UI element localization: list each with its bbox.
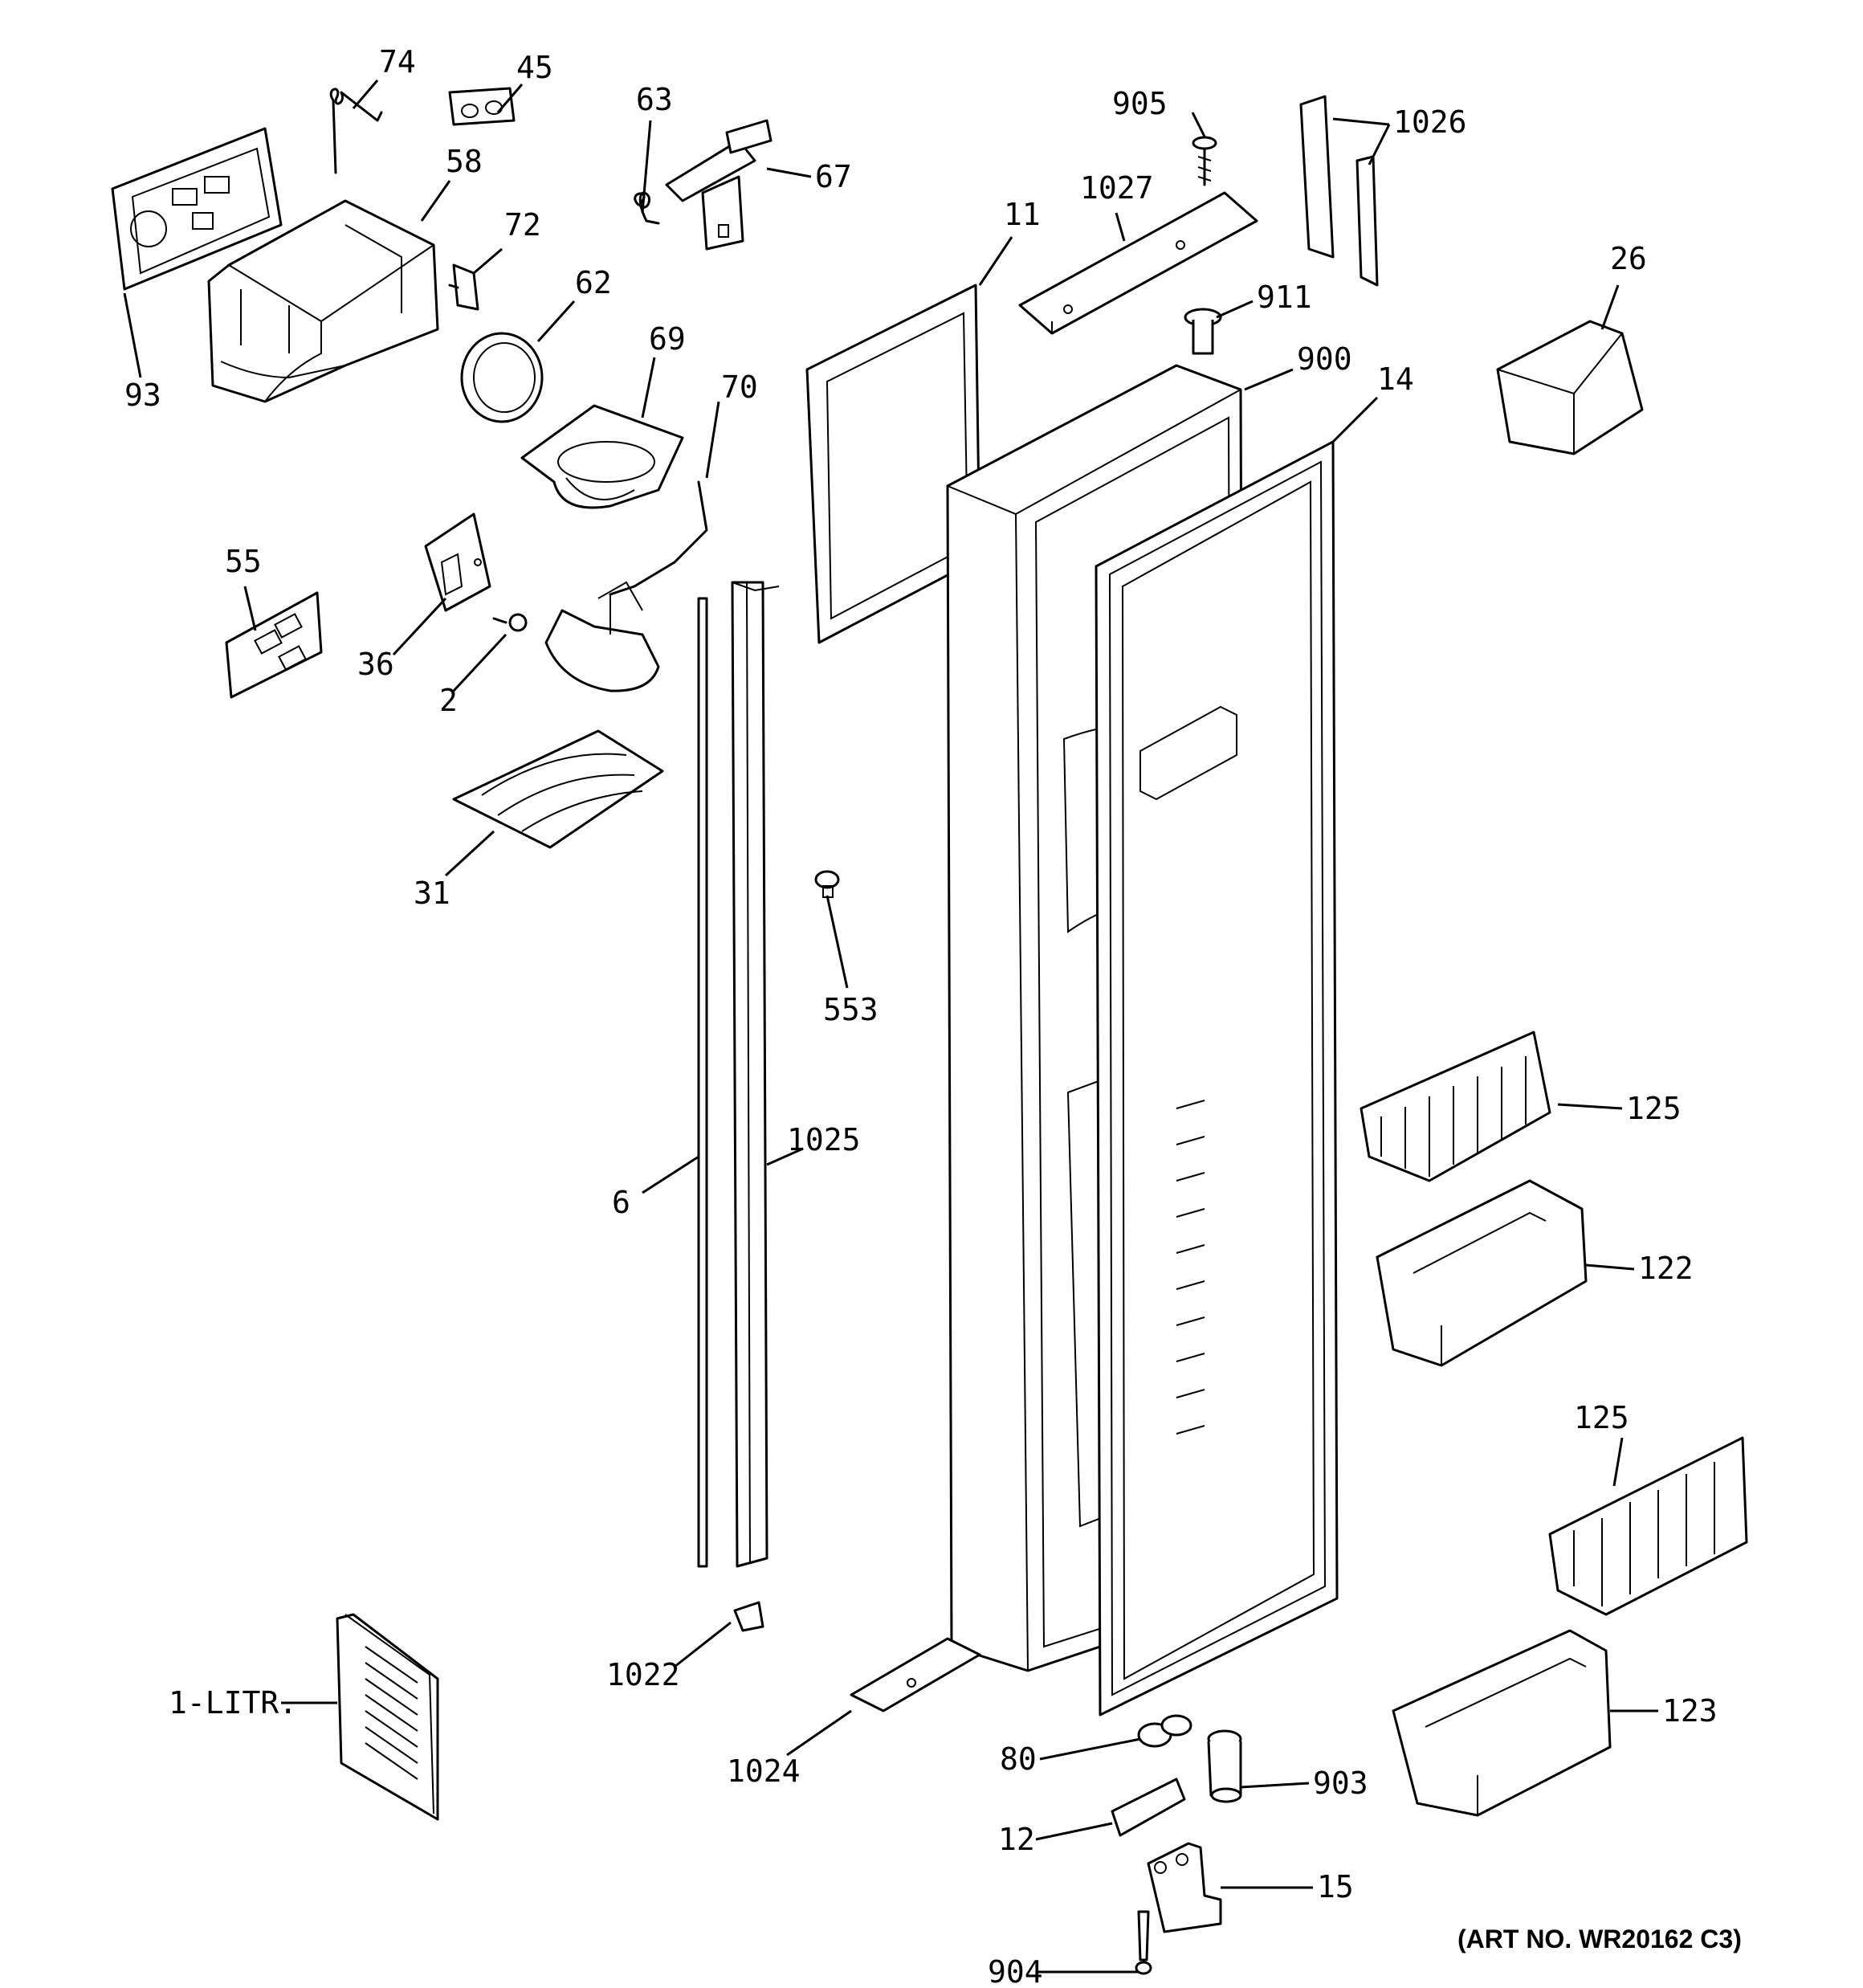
callout-80: 80 xyxy=(1000,1741,1037,1777)
part-904-screw xyxy=(1135,1910,1152,1975)
callout-70: 70 xyxy=(721,369,758,405)
callout-1-litr: 1-LITR. xyxy=(169,1685,297,1721)
part-1022-clip xyxy=(733,1601,764,1632)
callout-1024: 1024 xyxy=(727,1753,801,1789)
callout-911: 911 xyxy=(1257,280,1312,315)
part-1-litr-booklet xyxy=(336,1613,439,1821)
callout-labels: 74 45 63 67 905 1026 58 72 62 69 70 1027… xyxy=(124,44,1718,1988)
callout-93: 93 xyxy=(124,378,161,413)
callout-900: 900 xyxy=(1297,341,1352,377)
callout-58: 58 xyxy=(446,144,483,179)
part-74-spring xyxy=(329,88,383,174)
part-15-hinge xyxy=(1147,1842,1222,1933)
part-55-board xyxy=(225,591,323,699)
callout-1027: 1027 xyxy=(1080,170,1154,206)
part-553-plug xyxy=(814,870,840,898)
part-67-actuator-bracket xyxy=(665,119,773,251)
art-number: (ART NO. WR20162 C3) xyxy=(1457,1925,1742,1953)
callout-26: 26 xyxy=(1610,241,1647,276)
part-93-control-board xyxy=(111,127,283,291)
part-905-screw xyxy=(1192,136,1217,186)
callout-69: 69 xyxy=(649,321,686,357)
callout-1025: 1025 xyxy=(787,1122,861,1157)
part-123-bin xyxy=(1392,1629,1612,1817)
part-12-hinge-plate xyxy=(1111,1778,1186,1837)
part-911-bushing xyxy=(1184,308,1222,355)
part-45-bracket xyxy=(448,87,516,126)
part-70-dispenser-arm xyxy=(544,480,708,692)
callout-903: 903 xyxy=(1313,1766,1368,1801)
callout-123: 123 xyxy=(1662,1693,1718,1729)
part-122-bin xyxy=(1376,1179,1588,1367)
part-69-chute xyxy=(520,404,684,509)
callout-2: 2 xyxy=(439,683,458,718)
part-1024-bracket xyxy=(850,1637,981,1712)
callout-62: 62 xyxy=(575,265,612,300)
callout-125-upper: 125 xyxy=(1626,1091,1682,1126)
callout-125-lower: 125 xyxy=(1574,1400,1629,1435)
part-6-rod xyxy=(697,597,708,1568)
part-26-bin xyxy=(1496,320,1644,455)
callout-14: 14 xyxy=(1377,361,1414,397)
callout-6: 6 xyxy=(612,1185,630,1220)
part-1026-trim xyxy=(1299,95,1379,287)
callout-1022: 1022 xyxy=(606,1657,680,1692)
callout-553: 553 xyxy=(823,992,879,1027)
part-72-switch xyxy=(448,263,479,311)
door-shelf-tabs xyxy=(1176,1100,1205,1435)
callout-11: 11 xyxy=(1004,197,1041,232)
part-125-basket-lower xyxy=(1548,1436,1748,1616)
part-58-dispenser-housing xyxy=(207,199,439,403)
part-14-gasket xyxy=(1095,440,1339,1717)
part-1027-trim xyxy=(1018,191,1258,335)
callout-55: 55 xyxy=(225,544,262,579)
part-2-screw xyxy=(492,613,528,632)
leader-lines xyxy=(123,80,1658,1974)
part-62-ring xyxy=(460,332,544,423)
callout-45: 45 xyxy=(516,50,553,85)
part-36-bracket xyxy=(424,512,491,612)
callout-122: 122 xyxy=(1638,1251,1694,1286)
callout-36: 36 xyxy=(357,647,394,682)
part-63-spring xyxy=(634,191,660,225)
callout-72: 72 xyxy=(504,207,541,243)
callout-905: 905 xyxy=(1112,86,1168,121)
part-903-bushing xyxy=(1207,1729,1242,1803)
callout-15: 15 xyxy=(1317,1869,1354,1904)
callout-1026: 1026 xyxy=(1393,104,1467,140)
part-31-shelf xyxy=(452,729,664,849)
part-1025-channel xyxy=(731,581,780,1568)
callout-12: 12 xyxy=(998,1822,1035,1857)
callout-67: 67 xyxy=(815,159,852,194)
callout-63: 63 xyxy=(636,82,673,117)
part-80-plug xyxy=(1137,1714,1192,1748)
callout-31: 31 xyxy=(414,876,450,911)
part-125-basket-upper xyxy=(1360,1031,1551,1182)
callout-74: 74 xyxy=(379,44,416,80)
callout-904: 904 xyxy=(988,1954,1043,1988)
